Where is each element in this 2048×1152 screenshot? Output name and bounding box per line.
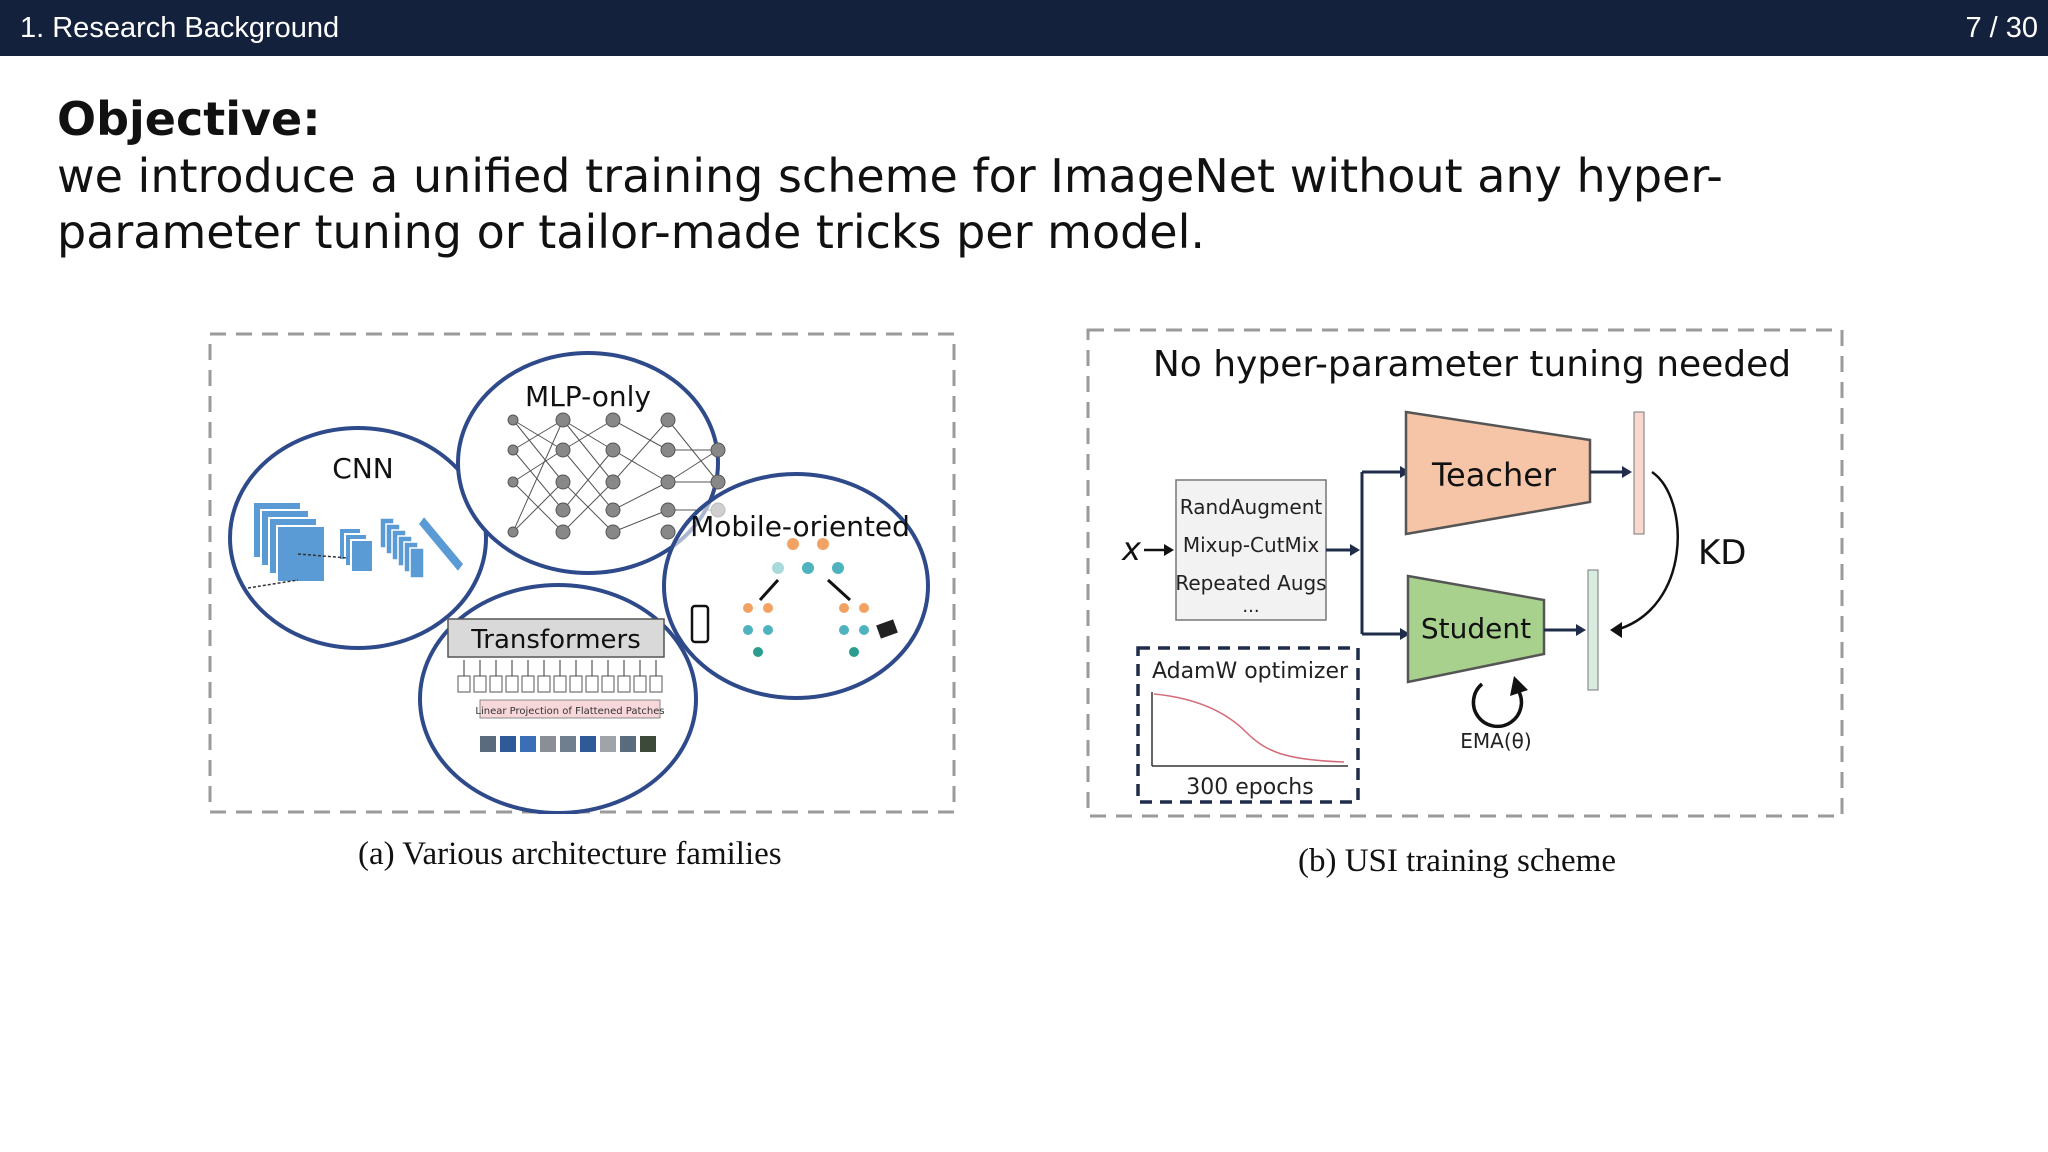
ema-label: EMA(θ): [1460, 729, 1531, 753]
lr-schedule-curve: [1153, 693, 1345, 763]
mobile-circle: [662, 472, 930, 700]
input-x-label: x: [1121, 530, 1142, 568]
teacher-label: Teacher: [1431, 456, 1557, 494]
figure-a-architectures: CNN MLP-only Tran: [208, 332, 956, 814]
aug-repeated: Repeated Augs: [1175, 571, 1326, 595]
objective-text: we introduce a unified training scheme f…: [57, 149, 1723, 259]
figure-b-caption: (b) USI training scheme: [1298, 843, 1616, 879]
objective-title: Objective:: [57, 92, 321, 146]
aug-randaugment: RandAugment: [1180, 495, 1323, 519]
cnn-label: CNN: [332, 452, 393, 485]
aug-ellipsis: ...: [1242, 596, 1259, 617]
student-label: Student: [1421, 612, 1531, 645]
figure-b-title: No hyper-parameter tuning needed: [1153, 344, 1791, 385]
cnn-blocks-icon: [247, 501, 465, 589]
optimizer-box: [1136, 646, 1360, 804]
student-output-bar: [1587, 569, 1599, 691]
transformers-label: Transformers: [470, 625, 641, 655]
mobile-network-icon: [690, 538, 898, 657]
optimizer-label: AdamW optimizer: [1152, 659, 1349, 684]
teacher-block: [1404, 410, 1592, 536]
linear-projection-label: Linear Projection of Flattened Patches: [475, 706, 664, 717]
token-row-icon: [457, 675, 663, 693]
figure-b-usi-scheme: No hyper-parameter tuning needed x RandA…: [1086, 328, 1844, 818]
figure-a-caption: (a) Various architecture families: [358, 836, 782, 872]
linear-projection-box: [479, 699, 661, 719]
teacher-output-bar: [1633, 411, 1645, 535]
image-patches-icon: [480, 736, 656, 752]
ema-arrow-icon: [1510, 676, 1528, 696]
kd-label: KD: [1698, 533, 1746, 573]
top-bar: 1. Research Background 7 / 30: [0, 0, 2048, 56]
mlp-label: MLP-only: [525, 380, 651, 413]
student-block: [1406, 574, 1546, 684]
mobile-label: Mobile-oriented: [690, 510, 910, 543]
mlp-circle: [456, 351, 720, 575]
page-number: 7 / 30: [1965, 12, 2038, 44]
epochs-label: 300 epochs: [1186, 775, 1313, 800]
transformers-box: [447, 618, 665, 658]
augmentation-box: [1175, 479, 1327, 621]
section-title: 1. Research Background: [20, 12, 340, 44]
aug-mixup-cutmix: Mixup-CutMix: [1183, 533, 1320, 557]
